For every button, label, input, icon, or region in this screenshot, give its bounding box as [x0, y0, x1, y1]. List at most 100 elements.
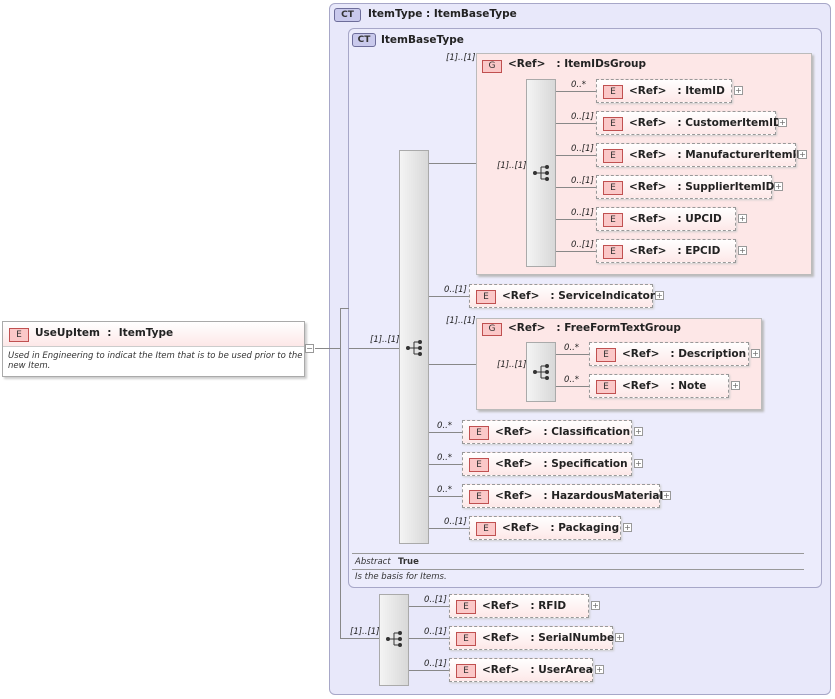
- element-cardinality: 0..[1]: [424, 659, 447, 669]
- plus-expand-icon[interactable]: +: [738, 214, 747, 223]
- plus-expand-icon[interactable]: +: [634, 459, 643, 468]
- plus-expand-icon[interactable]: +: [778, 118, 787, 127]
- element-label: <Ref> : SerialNumber: [482, 632, 620, 644]
- root-element-name: UseUpItem: [35, 327, 100, 339]
- extension-sequence-cardinality: [1]..[1]: [350, 627, 380, 637]
- abstract-value: True: [398, 557, 419, 567]
- element-badge-icon: E: [603, 245, 623, 259]
- connector: [556, 219, 596, 220]
- element-ref[interactable]: E <Ref> : UPCID: [596, 207, 736, 231]
- plus-expand-icon[interactable]: +: [623, 523, 632, 532]
- element-label: <Ref> : ItemID: [629, 85, 725, 97]
- element-ref[interactable]: E <Ref> : ManufacturerItemID: [596, 143, 805, 167]
- element-cardinality: 0..[1]: [444, 285, 467, 295]
- plus-expand-icon[interactable]: +: [595, 665, 604, 674]
- element-ref[interactable]: E<Ref> : UserArea: [449, 658, 593, 682]
- group1-sequence-cardinality: [1]..[1]: [497, 161, 527, 171]
- element-badge-icon: E: [476, 290, 496, 304]
- root-element-header: [3, 322, 304, 347]
- root-element-type-sep: :: [103, 327, 116, 339]
- root-element-useupitem[interactable]: E UseUpItem : ItemType Used in Engineeri…: [2, 321, 305, 377]
- element-cardinality: 0..[1]: [571, 176, 594, 186]
- element-badge-icon: E: [603, 85, 623, 99]
- abstract-label: Abstract: [355, 557, 391, 567]
- connector: [429, 364, 476, 365]
- connector: [409, 606, 449, 607]
- connector: [429, 432, 462, 433]
- plus-expand-icon[interactable]: +: [738, 246, 747, 255]
- element-cardinality: 0..*: [437, 421, 453, 431]
- element-cardinality: 0..[1]: [444, 517, 467, 527]
- element-ref[interactable]: E <Ref> : Note: [589, 374, 729, 398]
- element-label: <Ref> : HazardousMaterial: [495, 490, 664, 502]
- connector: [556, 123, 596, 124]
- element-label: <Ref> : RFID: [482, 600, 567, 612]
- plus-expand-icon[interactable]: +: [591, 601, 600, 610]
- element-ref[interactable]: E <Ref> : ServiceIndicator: [469, 284, 656, 308]
- plus-expand-icon[interactable]: +: [655, 291, 664, 300]
- collapse-icon[interactable]: −: [305, 344, 314, 353]
- connector: [315, 348, 340, 349]
- element-badge-icon: E: [603, 117, 623, 131]
- element-label: <Ref> : Note: [622, 380, 707, 392]
- element-ref[interactable]: E <Ref> : Description: [589, 342, 749, 366]
- element-badge-icon: E: [9, 328, 29, 342]
- plus-expand-icon[interactable]: +: [731, 381, 740, 390]
- element-cardinality: 0..[1]: [424, 595, 447, 605]
- connector: [340, 308, 349, 309]
- complex-type-badge-icon: CT: [334, 8, 361, 22]
- element-label: <Ref> : Description: [622, 348, 747, 360]
- root-element-type: ItemType: [118, 327, 174, 339]
- element-cardinality: 0..[1]: [571, 240, 594, 250]
- abstract-separator: [352, 553, 804, 554]
- sequence-icon: [386, 631, 402, 647]
- element-badge-icon: E: [603, 149, 623, 163]
- connector: [556, 187, 596, 188]
- element-cardinality: 0..[1]: [424, 627, 447, 637]
- group-cardinality: [1]..[1]: [446, 53, 476, 63]
- element-ref[interactable]: E<Ref> : CustomerItemID: [596, 111, 782, 135]
- sequence-icon: [406, 340, 422, 356]
- element-badge-icon: E: [469, 426, 489, 440]
- element-ref[interactable]: E<Ref> : SupplierItemID: [596, 175, 775, 199]
- connector: [340, 308, 341, 639]
- connector: [556, 251, 596, 252]
- plus-expand-icon[interactable]: +: [734, 86, 743, 95]
- element-ref[interactable]: E <Ref> : ItemID: [596, 79, 732, 103]
- connector: [556, 386, 589, 387]
- element-ref[interactable]: E<Ref> : Specification: [462, 452, 632, 476]
- group2-sequence-cardinality: [1]..[1]: [497, 360, 527, 370]
- element-badge-icon: E: [596, 348, 616, 362]
- element-label: <Ref> : Classification: [495, 426, 631, 438]
- connector: [556, 155, 596, 156]
- element-cardinality: 0..*: [564, 375, 580, 385]
- element-ref[interactable]: E<Ref> : RFID: [449, 594, 589, 618]
- element-ref[interactable]: E<Ref> : HazardousMaterial: [462, 484, 664, 508]
- element-cardinality: 0..*: [571, 80, 587, 90]
- sequence-icon: [533, 165, 549, 181]
- element-cardinality: 0..*: [564, 343, 580, 353]
- group-label: <Ref> : FreeFormTextGroup: [508, 322, 681, 334]
- element-ref[interactable]: E<Ref> : EPCID: [596, 239, 736, 263]
- element-ref[interactable]: E<Ref> : Packaging: [469, 516, 621, 540]
- element-label: <Ref> : SupplierItemID: [629, 181, 775, 193]
- base-type-title: ItemBaseType: [381, 34, 464, 46]
- element-ref[interactable]: E <Ref> : Classification: [462, 420, 632, 444]
- plus-expand-icon[interactable]: +: [774, 182, 783, 191]
- complex-type-title: ItemType : ItemBaseType: [368, 8, 517, 20]
- plus-expand-icon[interactable]: +: [662, 491, 671, 500]
- element-label: <Ref> : ServiceIndicator: [502, 290, 656, 302]
- plus-expand-icon[interactable]: +: [615, 633, 624, 642]
- element-ref[interactable]: E<Ref> : SerialNumber: [449, 626, 619, 650]
- connector: [340, 638, 379, 639]
- element-label: <Ref> : ManufacturerItemID: [629, 149, 806, 161]
- plus-expand-icon[interactable]: +: [751, 349, 760, 358]
- element-badge-icon: E: [596, 380, 616, 394]
- plus-expand-icon[interactable]: +: [634, 427, 643, 436]
- base-type-badge-icon: CT: [352, 33, 376, 47]
- group-label: <Ref> : ItemIDsGroup: [508, 58, 647, 70]
- element-label: <Ref> : UPCID: [629, 213, 722, 225]
- element-badge-icon: E: [603, 213, 623, 227]
- plus-expand-icon[interactable]: +: [798, 150, 807, 159]
- connector: [556, 91, 596, 92]
